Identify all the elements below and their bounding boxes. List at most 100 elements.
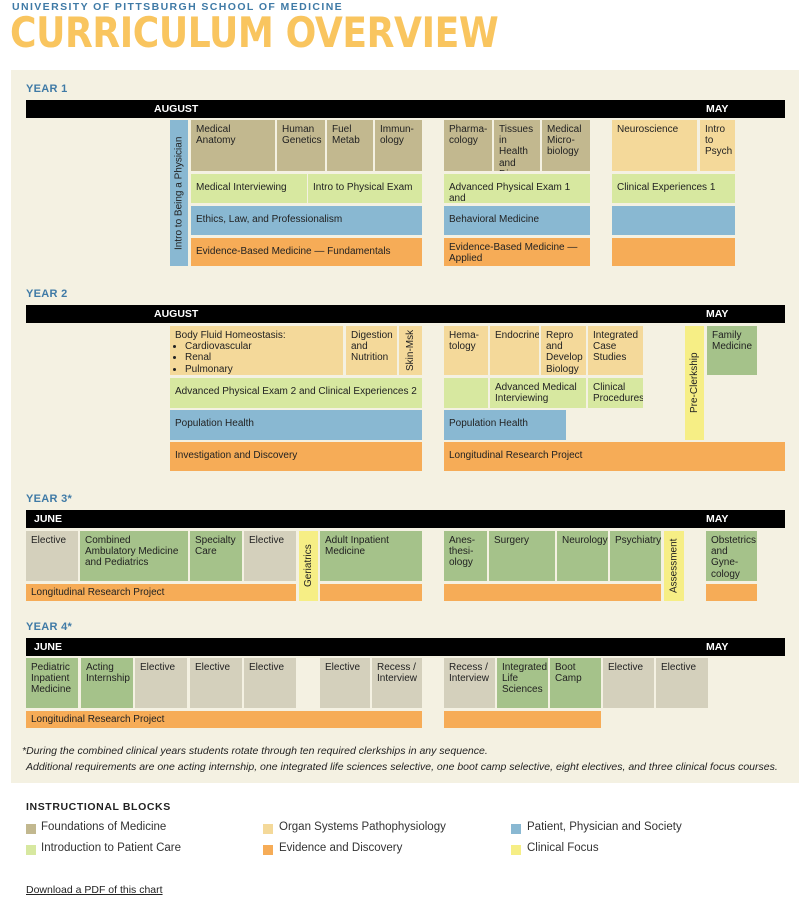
block-investigation-discovery: Investigation and Discovery (170, 442, 422, 471)
year-2-timeline-bar: AUGUST MAY (26, 305, 785, 323)
block-research-continuation (706, 584, 757, 601)
block-human-genetics: Human Genetics (277, 120, 325, 171)
block-clinical-procedures: Clinical Procedures (588, 378, 643, 408)
block-endocrine: Endocrine (490, 326, 539, 375)
block-pediatric-inpatient: Pediatric Inpatient Medicine (26, 658, 78, 708)
block-ethics-law: Ethics, Law, and Professionalism (191, 206, 422, 235)
legend-label-evidence-discovery: Evidence and Discovery (279, 842, 403, 854)
block-integrated-life-sciences: Integrated Life Sciences (497, 658, 548, 708)
block-tissues-health-disease: Tissues in Health and Disease (494, 120, 540, 171)
block-behavioral-medicine: Behavioral Medicine (444, 206, 590, 235)
legend-label-foundations: Foundations of Medicine (41, 821, 167, 833)
legend-label-organ-systems: Organ Systems Pathophysiology (279, 821, 446, 833)
block-elective: Elective (135, 658, 187, 708)
year-4-end-month: MAY (706, 641, 729, 653)
block-ebm-applied: Evidence-Based Medicine — Applied (444, 238, 590, 266)
year-1-timeline-bar: AUGUST MAY (26, 100, 785, 118)
block-elective: Elective (190, 658, 242, 708)
year-2-label: YEAR 2 (26, 288, 68, 300)
block-intro-being-physician: Intro to Being a Physician (170, 120, 188, 266)
block-research-continuation (320, 584, 422, 601)
block-digestion-nutrition: Digestion and Nutrition (346, 326, 397, 375)
block-longitudinal-research-y3: Longitudinal Research Project (26, 584, 296, 601)
block-intro-psych: Intro to Psych (700, 120, 735, 171)
legend-label-intro-patient-care: Introduction to Patient Care (41, 842, 181, 854)
legend-label-patient-physician: Patient, Physician and Society (527, 821, 682, 833)
block-medical-interviewing: Medical Interviewing (191, 174, 307, 203)
block-elective: Elective (26, 531, 78, 581)
footnote-line-2: Additional requirements are one acting i… (26, 761, 778, 773)
block-ebm-fundamentals: Evidence-Based Medicine — Fundamentals (191, 238, 422, 266)
block-recess-interview: Recess / Interview (444, 658, 495, 708)
year-3-end-month: MAY (706, 513, 729, 525)
year-1-label: YEAR 1 (26, 83, 68, 95)
legend-swatch-patient-physician (511, 824, 521, 834)
year-4-label: YEAR 4* (26, 621, 73, 633)
block-advanced-physical-exam-2: Advanced Physical Exam 2 and Clinical Ex… (170, 378, 422, 408)
block-medical-anatomy: Medical Anatomy (191, 120, 275, 171)
block-research-continuation (444, 711, 601, 728)
block-elective: Elective (320, 658, 370, 708)
year-1-start-month: AUGUST (154, 103, 199, 115)
block-hematology: Hema-tology (444, 326, 488, 375)
page-title: CURRICULUM OVERVIEW (10, 8, 499, 57)
footnote-line-1: *During the combined clinical years stud… (22, 745, 488, 757)
block-longitudinal-research-y4: Longitudinal Research Project (26, 711, 422, 728)
legend-swatch-organ-systems (263, 824, 273, 834)
block-ppc-continuation (612, 206, 735, 235)
block-family-medicine: Family Medicine (707, 326, 757, 375)
block-advanced-medical-interviewing: Advanced Medical Interviewing (490, 378, 586, 408)
block-pharmacology: Pharma-cology (444, 120, 492, 171)
block-geriatrics: Geriatrics (299, 531, 318, 601)
school-name: UNIVERSITY OF PITTSBURGH SCHOOL OF MEDIC… (12, 1, 344, 13)
block-population-health-2: Population Health (444, 410, 566, 440)
block-recess-interview: Recess / Interview (372, 658, 422, 708)
body-fluid-list: Cardiovascular Renal Pulmonary (175, 341, 338, 375)
block-skin-msk: Skin-Msk (399, 326, 422, 375)
block-elective: Elective (603, 658, 654, 708)
block-advanced-physical-exam-1: Advanced Physical Exam 1 and (444, 174, 590, 203)
block-intro-physical-exam: Intro to Physical Exam (308, 174, 422, 203)
legend-label-clinical-focus: Clinical Focus (527, 842, 599, 854)
legend-swatch-evidence-discovery (263, 845, 273, 855)
block-adult-inpatient-medicine: Adult Inpatient Medicine (320, 531, 422, 581)
block-assessment: Assessment (664, 531, 684, 601)
year-2-end-month: MAY (706, 308, 729, 320)
block-combined-ambulatory: Combined Ambulatory Medicine and Pediatr… (80, 531, 188, 581)
block-surgery: Surgery (489, 531, 555, 581)
block-evidence-continuation (612, 238, 735, 266)
body-fluid-item: Renal (185, 352, 338, 363)
year-3-label: YEAR 3* (26, 493, 73, 505)
block-intro-care-gap (444, 378, 488, 408)
block-psychiatry: Psychiatry (610, 531, 661, 581)
block-research-continuation (444, 584, 661, 601)
year-1-end-month: MAY (706, 103, 729, 115)
year-3-timeline-bar: JUNE MAY (26, 510, 785, 528)
block-pre-clerkship: Pre-Clerkship (685, 326, 704, 440)
block-population-health-1: Population Health (170, 410, 422, 440)
block-elective: Elective (244, 658, 296, 708)
block-elective: Elective (244, 531, 296, 581)
year-3-start-month: JUNE (34, 513, 63, 525)
block-medical-microbiology: Medical Micro-biology (542, 120, 590, 171)
block-neuroscience: Neuroscience (612, 120, 697, 171)
block-immunology: Immun-ology (375, 120, 422, 171)
block-neurology: Neurology (557, 531, 608, 581)
legend-swatch-intro-patient-care (26, 845, 36, 855)
block-repro-develop-biology: Repro and Develop Biology (541, 326, 586, 375)
year-4-start-month: JUNE (34, 641, 63, 653)
legend-swatch-clinical-focus (511, 845, 521, 855)
block-anesthesiology: Anes-thesi-ology (444, 531, 487, 581)
body-fluid-heading: Body Fluid Homeostasis: (175, 330, 286, 341)
block-elective: Elective (656, 658, 708, 708)
year-2-start-month: AUGUST (154, 308, 199, 320)
download-pdf-link[interactable]: Download a PDF of this chart (26, 884, 163, 896)
body-fluid-item: Cardiovascular (185, 341, 338, 352)
block-integrated-case-studies: Integrated Case Studies (588, 326, 643, 375)
block-longitudinal-research-y2: Longitudinal Research Project (444, 442, 785, 471)
year-4-timeline-bar: JUNE MAY (26, 638, 785, 656)
body-fluid-item: Pulmonary (185, 364, 338, 375)
block-body-fluid-homeostasis: Body Fluid Homeostasis: Cardiovascular R… (170, 326, 343, 375)
block-clinical-experiences-1: Clinical Experiences 1 (612, 174, 735, 203)
block-obstetrics-gynecology: Obstetrics and Gyne-cology (706, 531, 757, 581)
